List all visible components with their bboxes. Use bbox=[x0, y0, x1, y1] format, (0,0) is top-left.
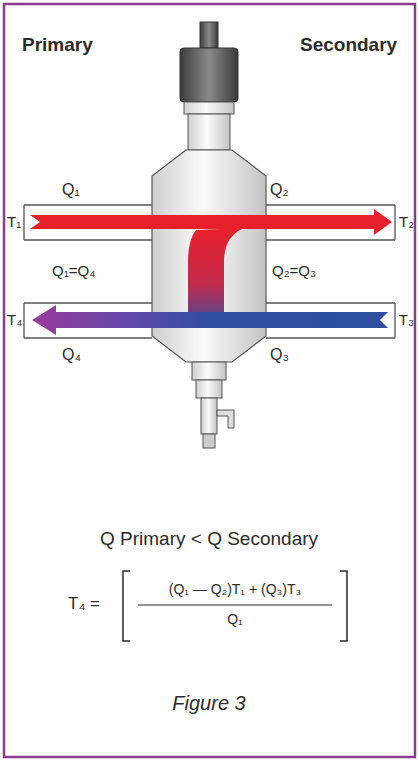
flow-label: Q₃ bbox=[270, 346, 289, 364]
side-heading: Primary bbox=[22, 34, 93, 56]
temperature-label: T₄ bbox=[7, 311, 22, 328]
formula-denominator: Q₁ bbox=[227, 611, 243, 627]
formula-numerator: (Q₁ — Q₂)T₁ + (Q₃)T₃ bbox=[169, 581, 301, 597]
temperature-label: T₂ bbox=[399, 213, 414, 230]
flow-label: Q₁ bbox=[62, 181, 80, 199]
temperature-label: T₃ bbox=[399, 311, 414, 328]
flow-comparison: Q Primary < Q Secondary bbox=[100, 528, 318, 550]
flow-label: Q₂ bbox=[270, 181, 289, 199]
figure-caption: Figure 3 bbox=[172, 692, 245, 715]
flow-equality: Q₂=Q₃ bbox=[272, 262, 316, 279]
temperature-label: T₁ bbox=[7, 213, 21, 230]
formula-lhs: T₄ = bbox=[68, 594, 100, 614]
side-heading: Secondary bbox=[300, 34, 397, 56]
flow-equality: Q₁=Q₄ bbox=[52, 262, 95, 279]
flow-label: Q₄ bbox=[62, 346, 81, 364]
